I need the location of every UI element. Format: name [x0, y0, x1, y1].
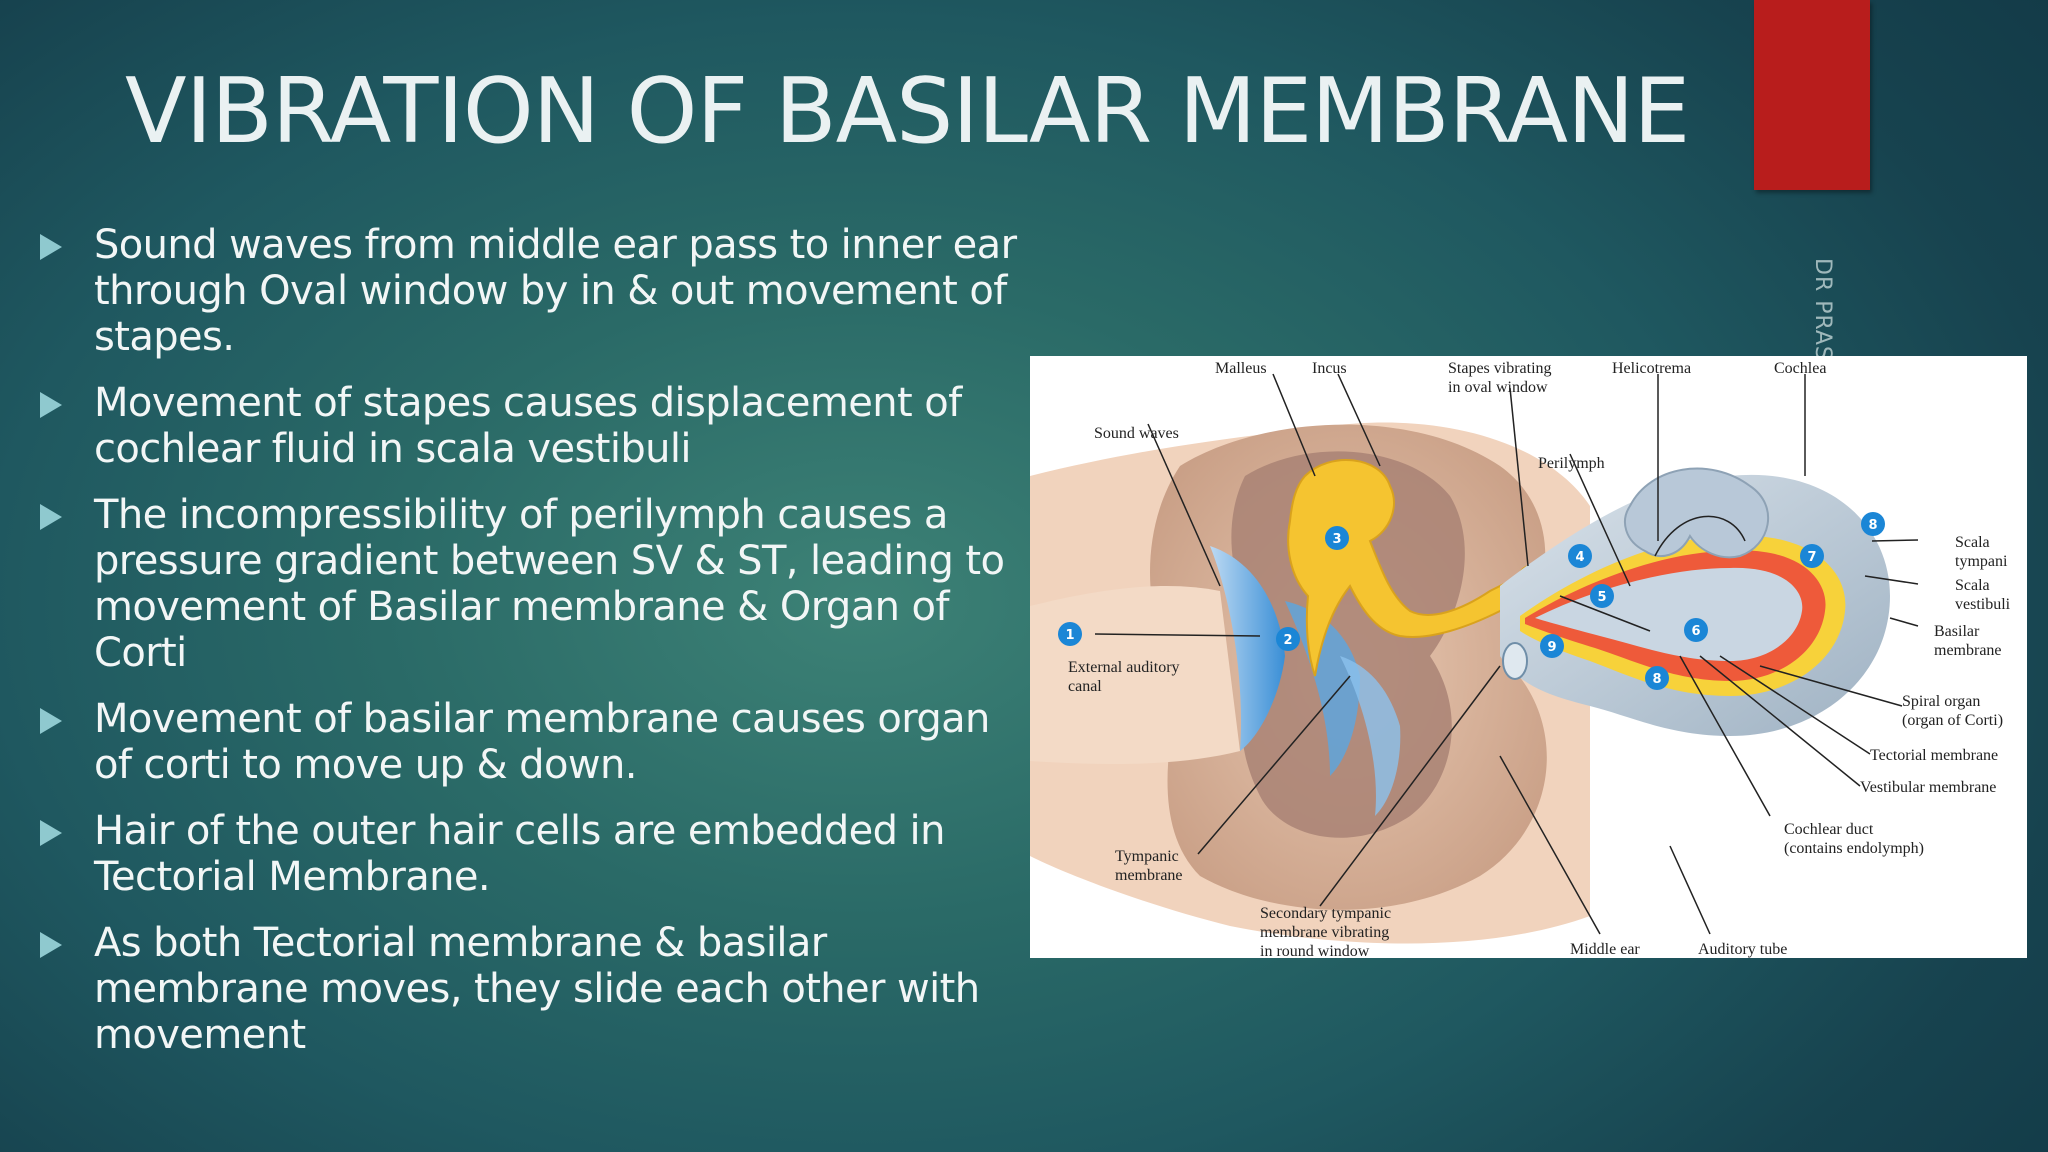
step-marker: 2: [1276, 627, 1300, 651]
step-number: 1: [1065, 628, 1074, 643]
leader-line: [1864, 575, 1919, 585]
label-tympanic: Tympanic: [1115, 848, 1179, 865]
leader-line: [1197, 675, 1351, 855]
step-marker: 1: [1058, 622, 1082, 646]
bullet-text: Hair of the outer hair cells are embedde…: [94, 808, 945, 900]
label-spiral-organ: Spiral organ: [1902, 693, 1980, 710]
leader-line: [1759, 665, 1903, 707]
play-triangle-icon: [40, 932, 62, 958]
label-tympanic: membrane: [1115, 867, 1183, 884]
label-auditory-tube: Auditory tube: [1698, 941, 1787, 958]
label-stapes: Stapes vibrating: [1448, 360, 1552, 377]
step-number: 6: [1691, 624, 1700, 639]
label-secondary-tympanic: membrane vibrating: [1260, 924, 1389, 941]
leader-line: [1679, 655, 1771, 817]
leader-line: [1319, 665, 1501, 907]
step-marker: 3: [1325, 526, 1349, 550]
leader-line: [1569, 453, 1631, 587]
label-cochlear-duct: Cochlear duct: [1784, 821, 1874, 838]
bullet-item: Sound waves from middle ear pass to inne…: [36, 222, 1021, 360]
step-marker: 4: [1568, 544, 1592, 568]
leader-line: [1669, 845, 1711, 935]
label-malleus: Malleus: [1215, 360, 1267, 377]
leader-line: [1871, 539, 1919, 542]
label-tectorial: Tectorial membrane: [1870, 747, 1998, 764]
leader-line: [1337, 373, 1381, 467]
accent-bar: [1754, 0, 1870, 190]
leader-line: [1509, 387, 1529, 567]
leader-line: [1499, 755, 1601, 935]
play-triangle-icon: [40, 234, 62, 260]
bullet-text: As both Tectorial membrane & basilar mem…: [94, 920, 980, 1058]
step-number: 4: [1575, 550, 1584, 565]
bullet-item: Hair of the outer hair cells are embedde…: [36, 808, 1021, 900]
membrane-sheet: [1285, 601, 1360, 776]
step-marker: 8: [1645, 666, 1669, 690]
cochlea-apex: [1624, 467, 1769, 559]
label-incus: Incus: [1312, 360, 1347, 377]
bullet-item: Movement of basilar membrane causes orga…: [36, 696, 1021, 788]
ossicles: [1287, 459, 1520, 677]
label-cochlear-duct: (contains endolymph): [1784, 840, 1924, 857]
step-number: 7: [1807, 550, 1816, 565]
label-scala-tympani: tympani: [1955, 553, 2008, 570]
bullet-item: As both Tectorial membrane & basilar mem…: [36, 920, 1021, 1058]
external-canal: [1030, 586, 1240, 764]
leader-line: [1272, 373, 1316, 477]
slide-title: VIBRATION OF BASILAR MEMBRANE: [125, 59, 1690, 164]
label-external-canal: canal: [1068, 678, 1102, 695]
bullet-text: Movement of basilar membrane causes orga…: [94, 696, 990, 788]
tympanic-membrane-shape: [1210, 546, 1285, 751]
leader-line: [1889, 617, 1919, 627]
step-number: 5: [1597, 590, 1606, 605]
play-triangle-icon: [40, 504, 62, 530]
bullet-list: Sound waves from middle ear pass to inne…: [36, 222, 1021, 1078]
leader-line: [1719, 655, 1871, 755]
label-vestibular: Vestibular membrane: [1860, 779, 1996, 796]
play-triangle-icon: [40, 708, 62, 734]
bullet-item: Movement of stapes causes displacement o…: [36, 380, 1021, 472]
label-sound-waves: Sound waves: [1094, 425, 1179, 442]
bullet-text: Movement of stapes causes displacement o…: [94, 380, 962, 472]
round-window: [1502, 642, 1528, 680]
step-marker: 5: [1590, 584, 1614, 608]
play-triangle-icon: [40, 392, 62, 418]
arrow-line: [1094, 633, 1261, 637]
label-middle-ear: Middle ear: [1570, 941, 1640, 958]
step-number: 8: [1868, 518, 1877, 533]
label-secondary-tympanic: Secondary tympanic: [1260, 905, 1391, 922]
label-spiral-organ: (organ of Corti): [1902, 712, 2003, 729]
bullet-text: The incompressibility of perilymph cause…: [94, 492, 1005, 676]
arrow-line: [1654, 515, 1746, 557]
label-scala-tympani: Scala: [1955, 534, 1990, 551]
play-triangle-icon: [40, 820, 62, 846]
label-stapes: in oval window: [1448, 379, 1548, 396]
bullet-item: The incompressibility of perilymph cause…: [36, 492, 1021, 676]
step-marker: 7: [1800, 544, 1824, 568]
ear-diagram: 1 2 3 4 5 6 7 8 8 9 Malleus Incus Stapes…: [1030, 360, 2011, 958]
leader-line: [1147, 423, 1221, 587]
label-secondary-tympanic: in round window: [1260, 943, 1370, 958]
arrow-line: [1559, 595, 1651, 632]
step-number: 8: [1652, 672, 1661, 687]
bullet-text: Sound waves from middle ear pass to inne…: [94, 222, 1017, 360]
step-number: 2: [1283, 633, 1292, 648]
step-marker: 8: [1861, 512, 1885, 536]
step-number: 3: [1332, 532, 1341, 547]
label-basilar: membrane: [1934, 642, 2002, 659]
step-marker: 6: [1684, 618, 1708, 642]
label-external-canal: External auditory: [1068, 659, 1180, 676]
label-basilar: Basilar: [1934, 623, 1980, 640]
membrane-sheet: [1340, 656, 1401, 816]
step-marker: 9: [1540, 634, 1564, 658]
label-perilymph: Perilymph: [1538, 455, 1605, 472]
label-scala-vestibuli: vestibuli: [1955, 596, 2011, 613]
label-scala-vestibuli: Scala: [1955, 577, 1990, 594]
leader-line: [1699, 655, 1861, 787]
step-number: 9: [1547, 640, 1556, 655]
ear-anatomy-figure: 1 2 3 4 5 6 7 8 8 9 Malleus Incus Stapes…: [1030, 356, 2027, 958]
label-cochlea: Cochlea: [1774, 360, 1826, 377]
label-helicotrema: Helicotrema: [1612, 360, 1691, 377]
